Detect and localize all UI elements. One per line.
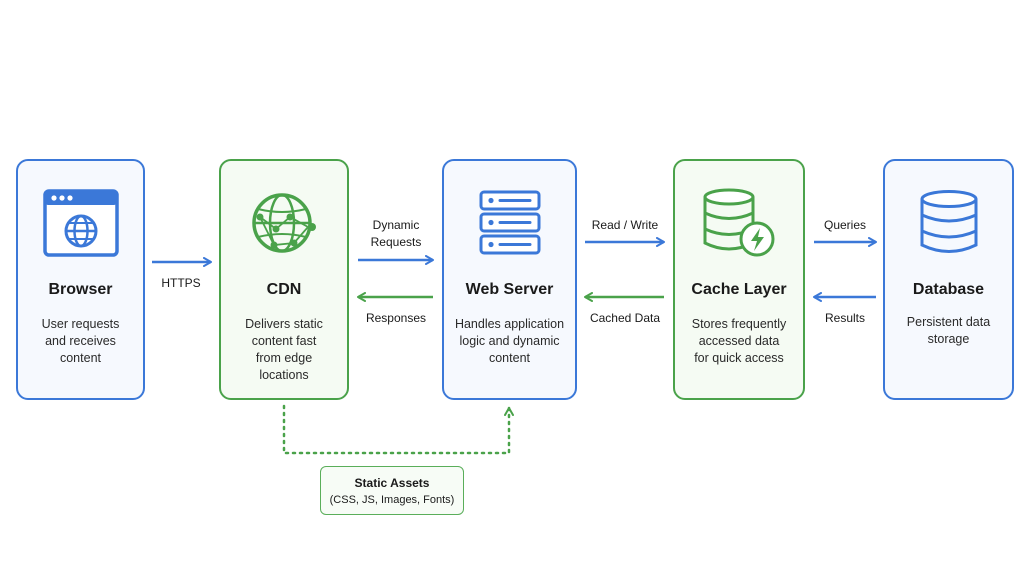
edge-label-https: HTTPS [161,276,201,290]
database-node: Database Persistent data storage [883,159,1014,400]
web-server-title: Web Server [465,281,554,298]
browser-window-globe-icon [42,189,119,262]
cache-layer-title: Cache Layer [691,281,787,298]
browser-title: Browser [48,281,113,298]
cdn-description: Delivers static content fast from edge l… [245,317,323,382]
browser-node: Browser User requests and receives conte… [16,159,145,400]
cdn-node: CDN Delivers static content fast from ed… [219,159,349,400]
static-assets-box: Static Assets (CSS, JS, Images, Fonts) [320,466,464,515]
edge-label-read-write: Read / Write [591,218,659,232]
browser-description: User requests and receives content [41,317,120,365]
edge-label-queries: Queries [823,218,867,232]
cache-layer-node: Cache Layer Stores frequently accessed d… [673,159,805,400]
globe-network-icon [246,187,322,264]
server-rack-icon [478,189,542,262]
cdn-title: CDN [266,281,302,298]
web-server-description: Handles application logic and dynamic co… [454,317,565,365]
web-server-node: Web Server Handles application logic and… [442,159,577,400]
edge-label-dynamic-requests: Dynamic Requests [370,218,422,249]
arrow-cdn-static-assets-to-webserver [282,404,514,455]
static-assets-subtitle: (CSS, JS, Images, Fonts) [329,494,455,506]
cache-layer-description: Stores frequently accessed data for quic… [691,317,787,365]
edge-label-results: Results [824,311,865,325]
static-assets-title: Static Assets [354,476,430,490]
edge-label-cached-data: Cached Data [589,311,661,325]
database-title: Database [912,281,985,298]
database-icon [918,189,980,262]
edge-label-responses: Responses [365,311,427,325]
database-lightning-icon [699,187,779,264]
database-description: Persistent data storage [906,315,991,346]
